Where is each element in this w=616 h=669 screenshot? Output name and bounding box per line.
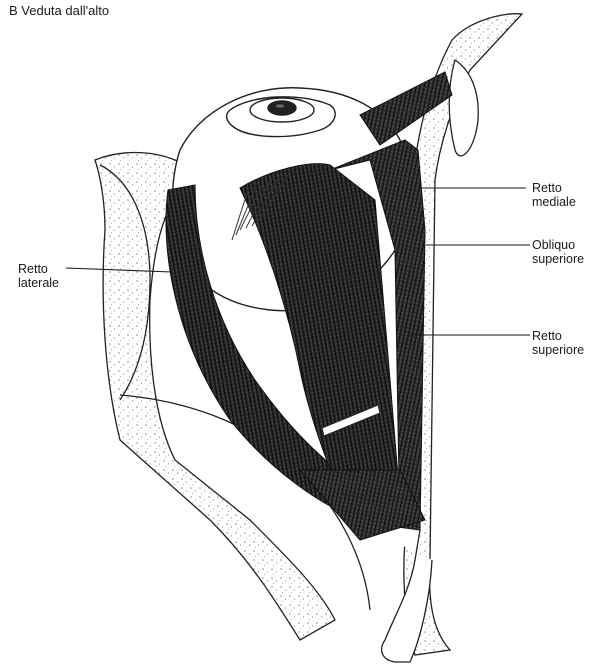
label-line: Obliquo — [532, 238, 584, 252]
label-line: superiore — [532, 343, 584, 357]
label-line: Retto — [532, 181, 576, 195]
label-retto-superiore: Retto superiore — [532, 329, 584, 357]
label-line: superiore — [532, 252, 584, 266]
label-line: Retto — [18, 262, 59, 276]
label-line: laterale — [18, 276, 59, 290]
label-line: mediale — [532, 195, 576, 209]
label-obliquo-superiore: Obliquo superiore — [532, 238, 584, 266]
label-retto-mediale: Retto mediale — [532, 181, 576, 209]
label-retto-laterale: Retto laterale — [18, 262, 59, 290]
label-line: Retto — [532, 329, 584, 343]
